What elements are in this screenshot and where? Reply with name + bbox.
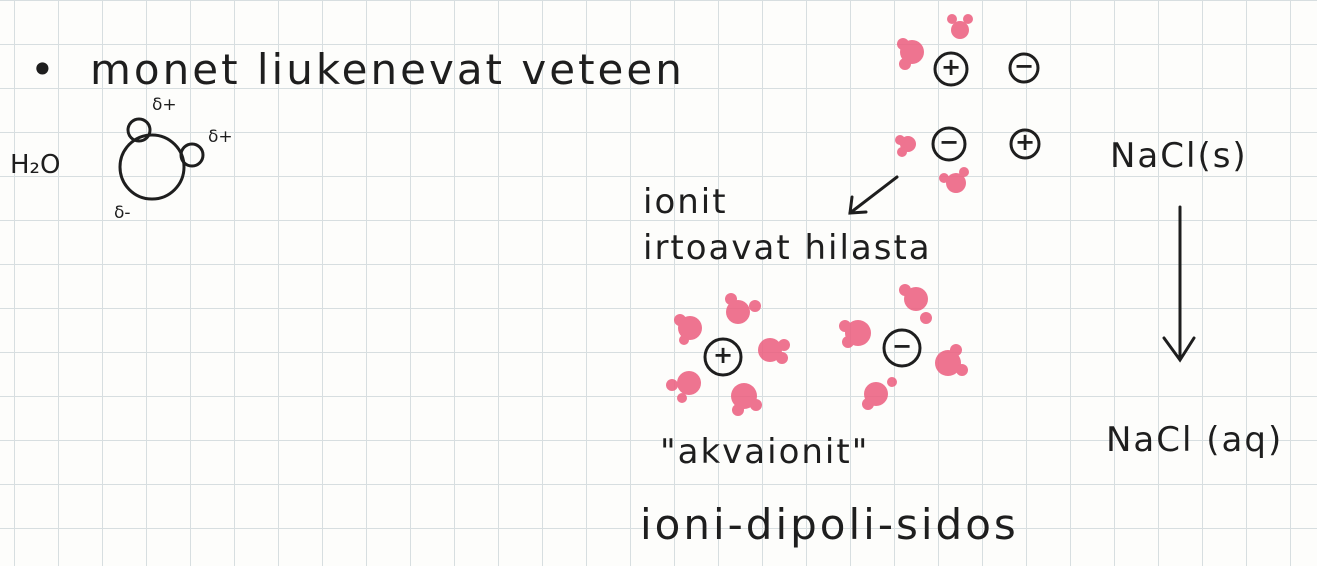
hydrated-water-molecules [666, 284, 968, 416]
hydrated-ions [703, 328, 922, 377]
delta-plus-label-1: δ+ [152, 95, 177, 115]
lattice-ion-2 [1008, 52, 1040, 84]
oxygen-atom [118, 133, 186, 201]
reaction-arrow [1162, 205, 1196, 363]
lattice-ions [931, 51, 1041, 162]
lattice-ion-1 [933, 51, 969, 87]
ions-label-line2: irtoavat hilasta [643, 228, 932, 268]
aqua-ion-negative [882, 328, 922, 368]
aqua-ion-positive [703, 337, 743, 377]
water-molecule [118, 117, 205, 201]
bond-label: ioni-dipoli-sidos [640, 500, 1019, 549]
product-label: NaCl (aq) [1106, 420, 1284, 460]
lattice-sign-1: + [941, 53, 962, 81]
lattice-ion-4 [1009, 128, 1041, 160]
bullet-point: • [30, 45, 58, 94]
hydrogen-atom-1 [126, 117, 152, 143]
aqua-sign-positive: + [712, 341, 734, 369]
lattice-water-molecules [895, 14, 973, 193]
heading-text: monet liukenevat veteen [90, 45, 685, 94]
lattice-sign-2: − [1014, 52, 1035, 80]
delta-plus-label-2: δ+ [208, 127, 233, 147]
ions-label-line1: ionit [643, 182, 728, 222]
aqua-ions-label: "akvaionit" [660, 432, 870, 472]
aqua-sign-negative: − [891, 332, 913, 360]
hydrogen-atom-2 [179, 142, 205, 168]
small-arrow [848, 175, 899, 215]
lattice-ion-3 [931, 126, 967, 162]
water-formula: H₂O [10, 150, 61, 180]
lattice-sign-3: − [939, 128, 960, 156]
lattice-sign-4: + [1015, 128, 1036, 156]
delta-minus-label: δ- [114, 203, 131, 223]
reactant-label: NaCl(s) [1110, 136, 1248, 176]
